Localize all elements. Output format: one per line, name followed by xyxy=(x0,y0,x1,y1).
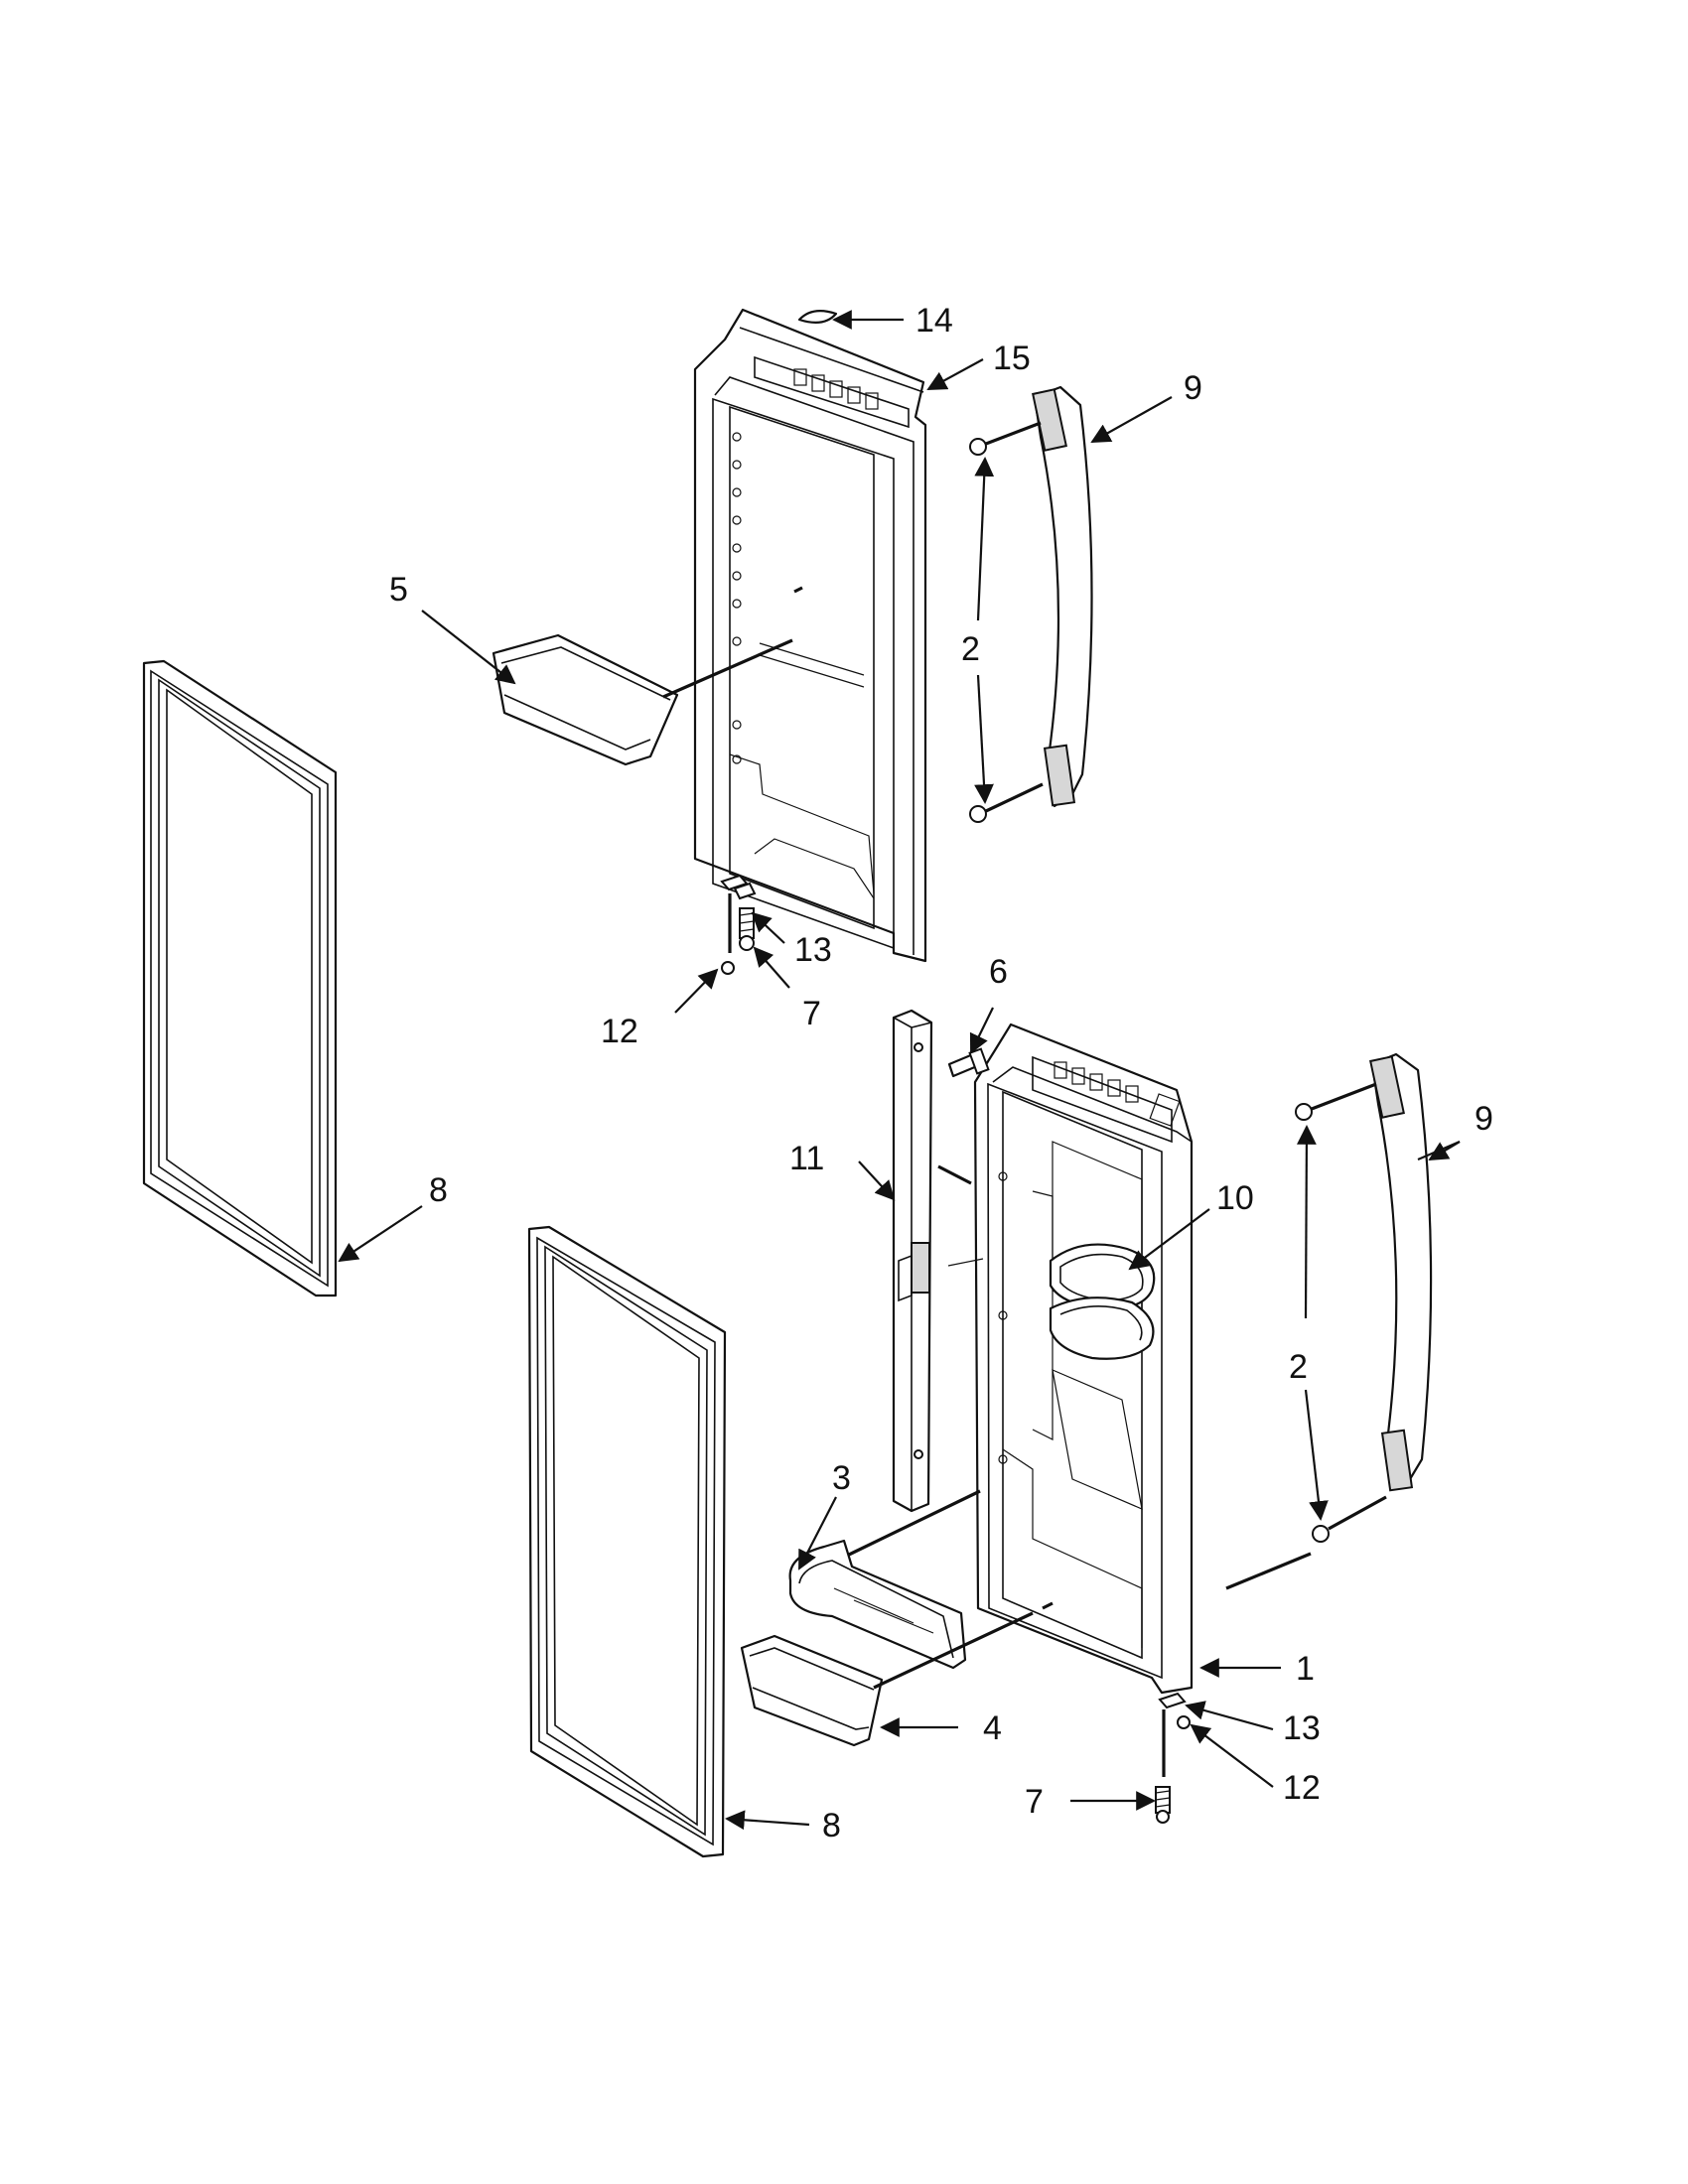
lower-door-hardware xyxy=(1155,1692,1191,1824)
lower-door-handle xyxy=(1225,1052,1433,1590)
leader-lines xyxy=(338,310,1461,1831)
callout-12-lower: 12 xyxy=(1283,1769,1321,1807)
callout-3: 3 xyxy=(832,1459,851,1497)
ice-dispenser-chute xyxy=(1049,1243,1156,1360)
upper-door-hardware xyxy=(720,874,757,975)
callout-1: 1 xyxy=(1296,1650,1315,1688)
lower-top-vents xyxy=(1054,1061,1139,1103)
upper-top-vents xyxy=(793,368,879,410)
callout-5: 5 xyxy=(389,571,408,609)
callout-15: 15 xyxy=(993,340,1031,377)
callout-11: 11 xyxy=(789,1140,824,1177)
callout-13-upper: 13 xyxy=(794,931,832,969)
callout-10: 10 xyxy=(1216,1179,1254,1217)
callout-7-lower: 7 xyxy=(1025,1783,1044,1821)
callout-8-upper: 8 xyxy=(429,1171,448,1209)
upper-door-gasket xyxy=(142,659,338,1297)
callout-labels: 14 15 9 2 5 13 12 7 6 8 9 11 10 2 3 1 13… xyxy=(389,302,1493,1844)
callout-7-upper: 7 xyxy=(802,995,821,1032)
callout-8-lower: 8 xyxy=(822,1807,841,1844)
callout-9-lower: 9 xyxy=(1475,1100,1493,1138)
lower-door-gasket xyxy=(527,1225,727,1858)
upper-door-handle xyxy=(969,385,1093,823)
callout-13-lower: 13 xyxy=(1283,1709,1321,1747)
callout-6: 6 xyxy=(989,953,1008,991)
callout-14: 14 xyxy=(915,302,953,340)
upper-shelf-notches xyxy=(732,432,742,764)
callout-2-upper: 2 xyxy=(961,630,980,668)
top-clip xyxy=(797,309,838,325)
hinge-screw xyxy=(947,1047,990,1078)
upper-door-bin xyxy=(492,586,803,766)
hinge-bracket xyxy=(892,1009,984,1513)
lower-door-liner xyxy=(973,1023,1194,1695)
lower-door-bin-lower xyxy=(740,1601,1054,1747)
lower-door-bin-upper xyxy=(788,1489,981,1670)
upper-door-liner xyxy=(693,308,927,963)
callout-9-upper: 9 xyxy=(1184,369,1202,407)
callout-2-lower: 2 xyxy=(1289,1348,1308,1386)
callout-12-upper: 12 xyxy=(601,1013,638,1050)
callout-4: 4 xyxy=(983,1709,1002,1747)
